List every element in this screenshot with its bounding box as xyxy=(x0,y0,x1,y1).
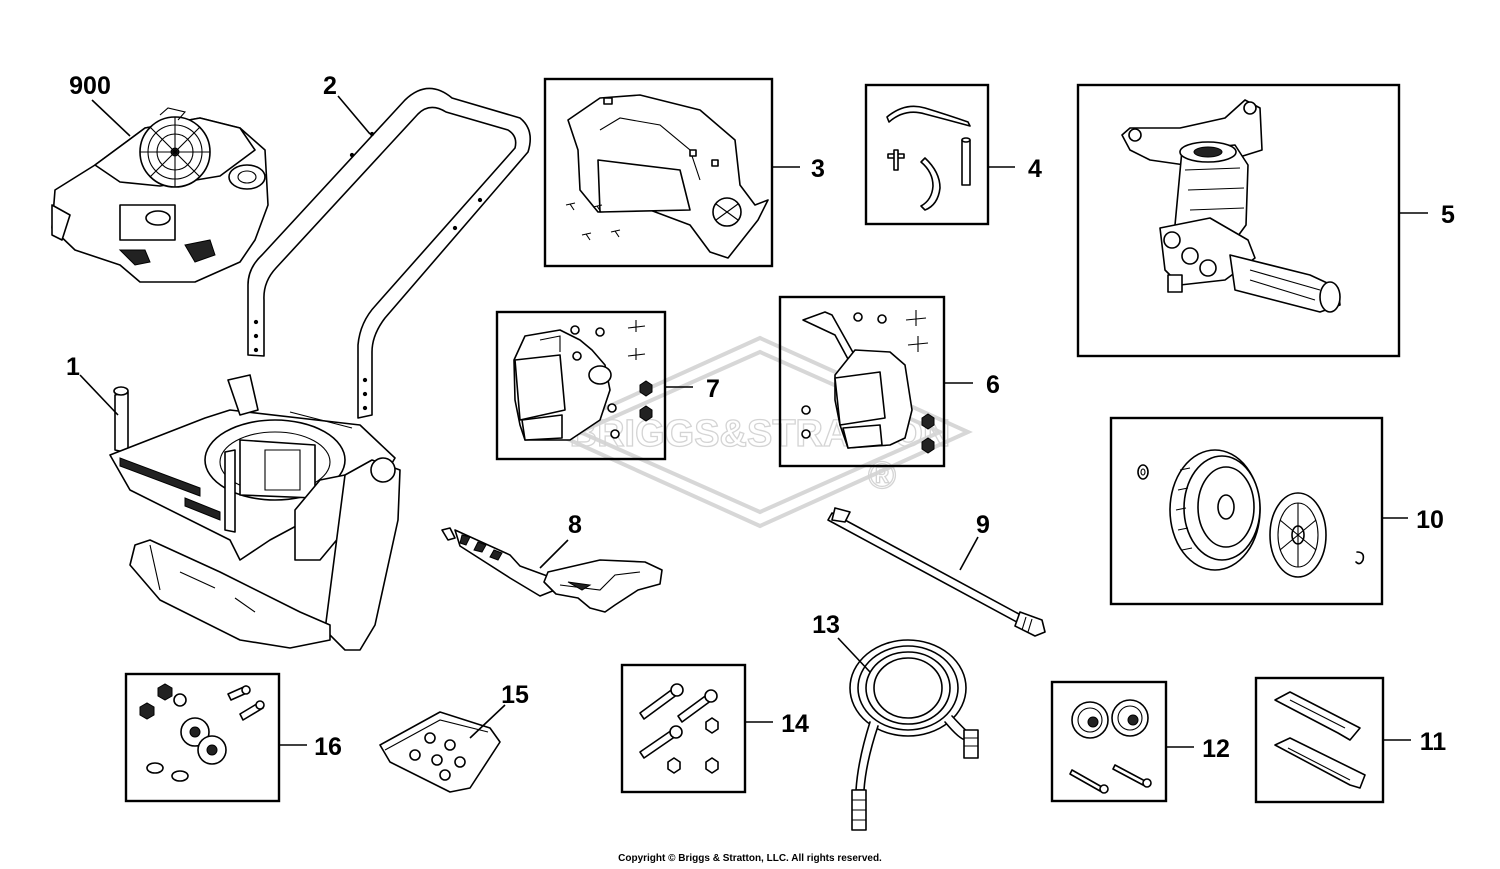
part-7-bracket-kit[interactable] xyxy=(513,320,653,441)
box-4 xyxy=(864,83,990,226)
callout-7[interactable]: 7 xyxy=(706,375,720,403)
box-12 xyxy=(1050,680,1168,803)
part-16-hardware-kit[interactable] xyxy=(139,683,265,782)
box-6 xyxy=(778,295,946,468)
leader-9 xyxy=(959,536,979,571)
box-14 xyxy=(620,663,747,794)
part-10-wheel-kit[interactable] xyxy=(1137,449,1365,578)
callout-6[interactable]: 6 xyxy=(986,371,1000,399)
leader-2 xyxy=(337,95,371,135)
callout-14[interactable]: 14 xyxy=(781,710,809,738)
watermark-trademark: ® xyxy=(868,455,896,497)
callout-12[interactable]: 12 xyxy=(1202,735,1230,763)
callout-3[interactable]: 3 xyxy=(811,155,825,183)
part-1-frame[interactable] xyxy=(109,374,401,651)
callout-4[interactable]: 4 xyxy=(1028,155,1042,183)
callout-2[interactable]: 2 xyxy=(323,72,337,100)
callout-8[interactable]: 8 xyxy=(568,511,582,539)
callout-10[interactable]: 10 xyxy=(1416,506,1444,534)
part-2-handle[interactable] xyxy=(247,87,531,419)
part-15-nozzle-packet[interactable] xyxy=(379,711,501,793)
callout-15[interactable]: 15 xyxy=(501,681,529,709)
part-6-bracket-kit[interactable] xyxy=(801,310,935,454)
box-10 xyxy=(1109,416,1384,606)
part-9-lance[interactable] xyxy=(827,507,1046,637)
leader-15 xyxy=(469,704,506,739)
leader-13 xyxy=(837,637,871,673)
callout-11[interactable]: 11 xyxy=(1420,728,1447,756)
part-11-holder-kit[interactable] xyxy=(1274,691,1366,789)
callout-1[interactable]: 1 xyxy=(66,353,80,381)
part-13-hose[interactable] xyxy=(849,639,979,831)
copyright-notice: Copyright © Briggs & Stratton, LLC. All … xyxy=(618,853,882,864)
callout-9[interactable]: 9 xyxy=(976,511,990,539)
box-3 xyxy=(543,77,774,268)
box-11 xyxy=(1254,676,1385,804)
callout-5[interactable]: 5 xyxy=(1441,201,1455,229)
callout-900[interactable]: 900 xyxy=(69,72,111,100)
part-8-spray-gun[interactable] xyxy=(441,527,663,613)
part-900-engine[interactable] xyxy=(51,107,269,283)
part-4-hose-kit[interactable] xyxy=(886,105,971,211)
box-16 xyxy=(124,672,281,803)
part-3-control-panel[interactable] xyxy=(565,94,769,259)
leader-900 xyxy=(91,99,131,137)
part-5-pump[interactable] xyxy=(1121,99,1341,313)
part-12-knob-kit[interactable] xyxy=(1069,699,1152,794)
box-7 xyxy=(495,310,667,461)
box-5 xyxy=(1076,83,1401,358)
callout-13[interactable]: 13 xyxy=(812,611,840,639)
part-14-bolt-kit[interactable] xyxy=(639,683,719,774)
leader-8 xyxy=(539,539,569,569)
leader-1 xyxy=(79,374,119,416)
callout-16[interactable]: 16 xyxy=(314,733,342,761)
